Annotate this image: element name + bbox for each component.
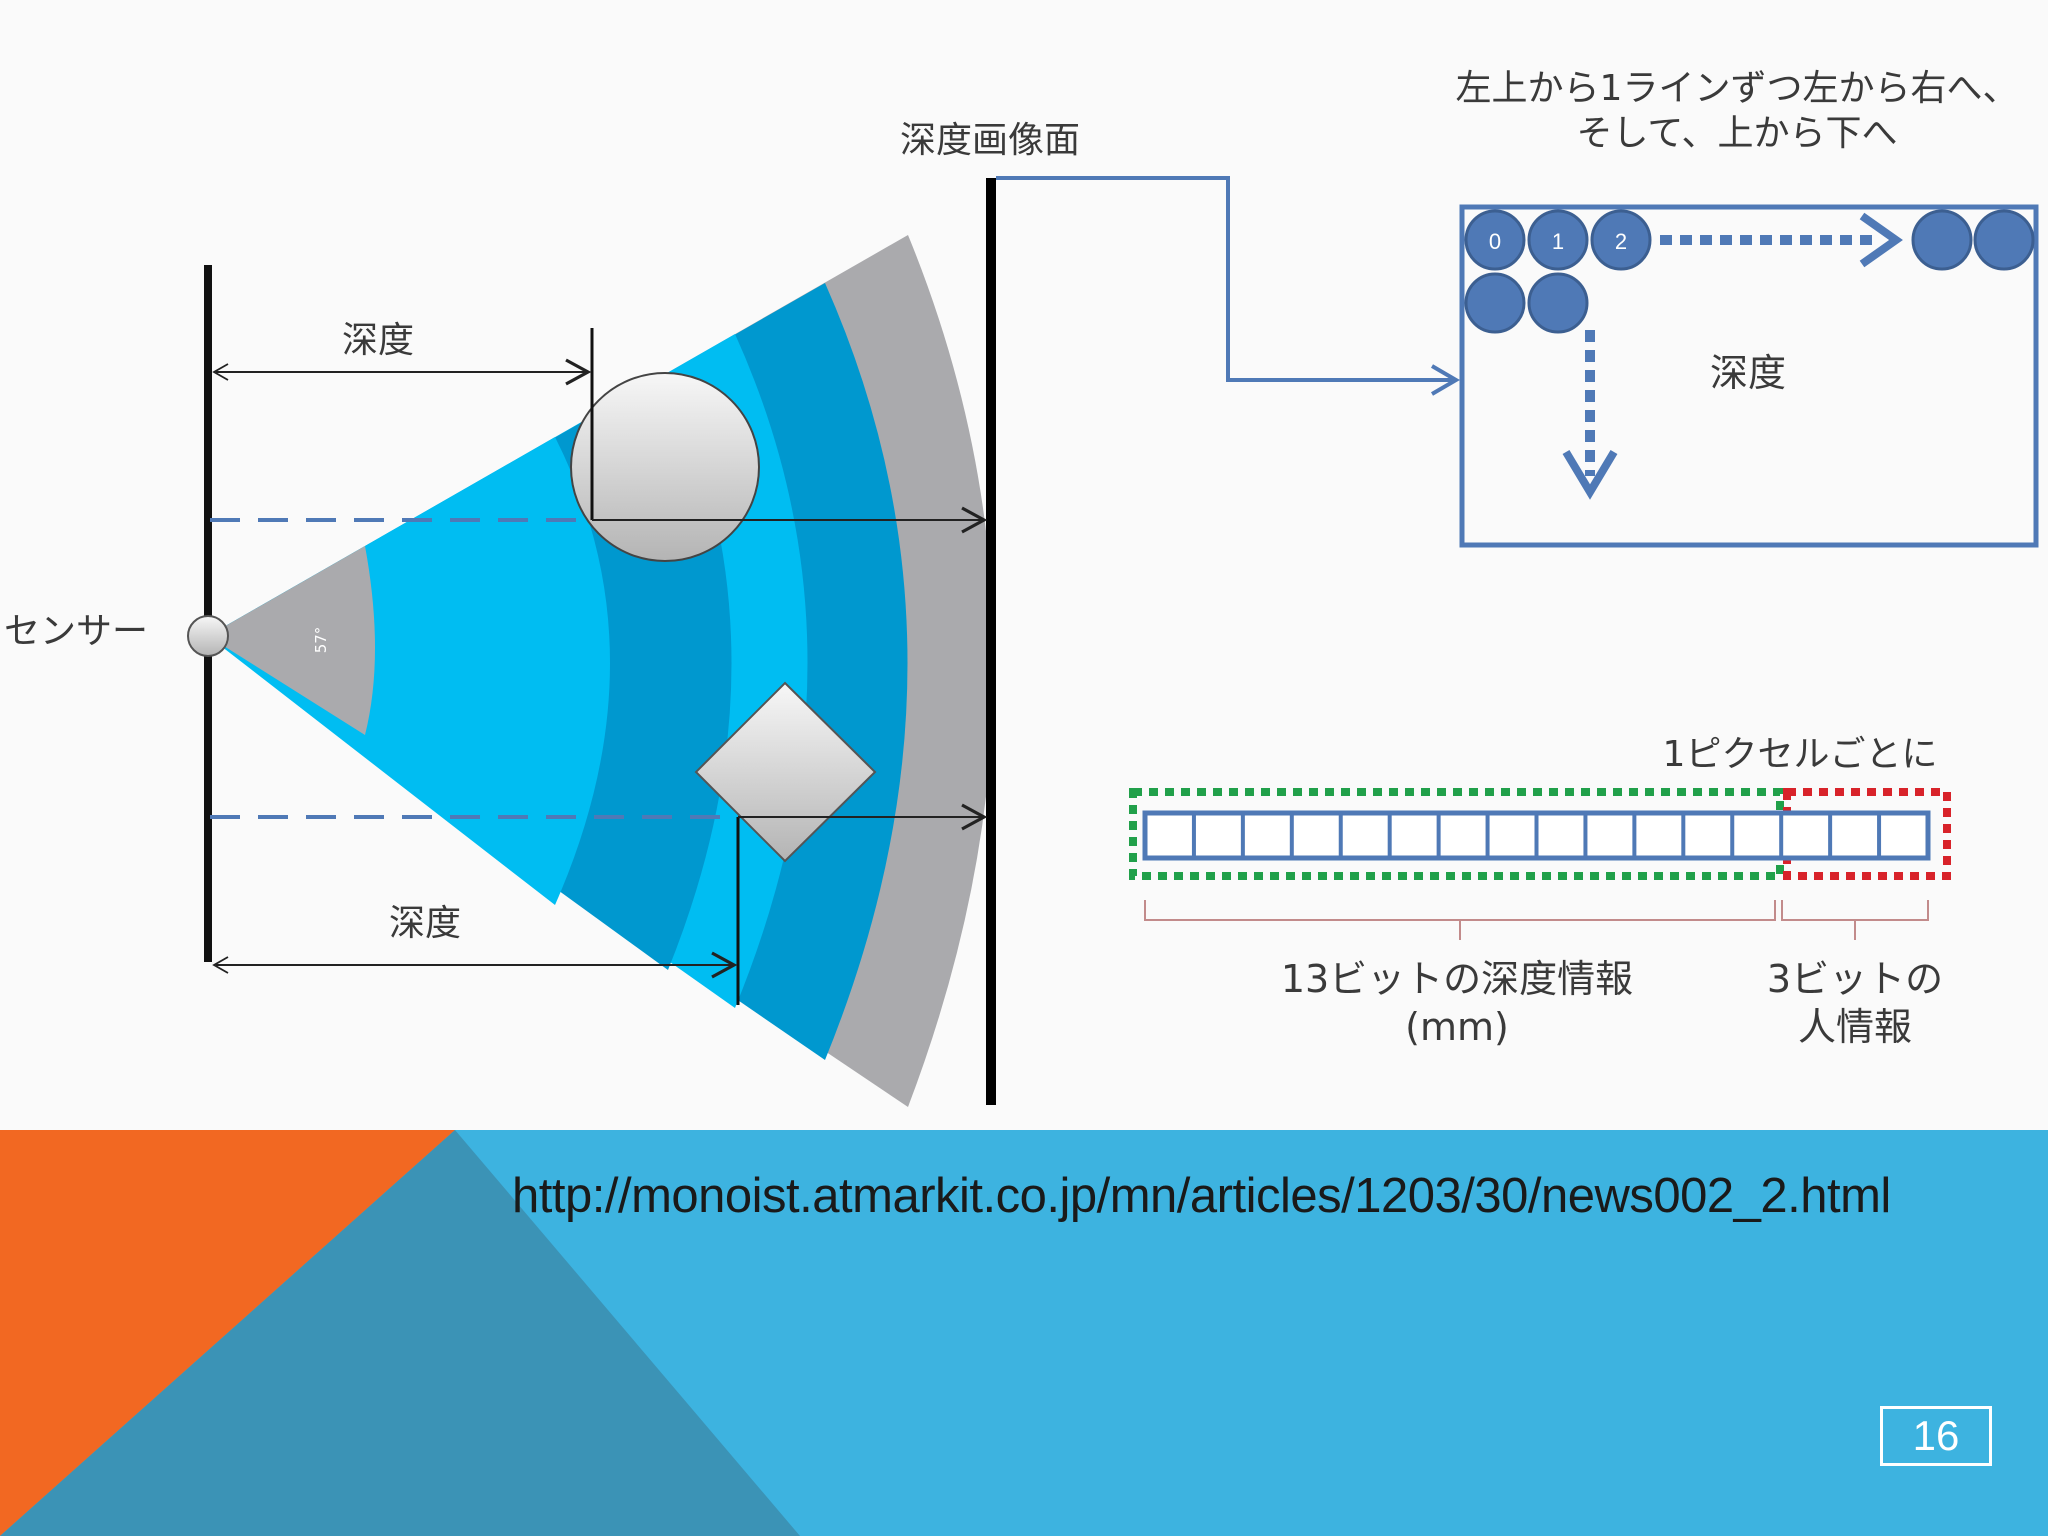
page-number: 16 (1880, 1406, 1992, 1466)
pixel-circles (1464, 209, 2035, 334)
person-bits-label-2: 人情報 (1798, 1005, 1912, 1049)
depth-bits-brace (1144, 900, 1776, 940)
sensor-label: センサー (4, 611, 148, 652)
depth-bits-unit: (mm) (1405, 1005, 1509, 1049)
depth-label-top: 深度 (342, 320, 414, 361)
depth-image-plane-label: 深度画像面 (900, 120, 1080, 161)
slide-footer (0, 1130, 2048, 1536)
field-of-view-cone (208, 235, 994, 1107)
pixel-index-0: 0 (1489, 229, 1501, 254)
scan-order-line1: 左上から1ラインずつ左から右へ、 (1456, 68, 2019, 109)
depth-box-label: 深度 (1710, 351, 1786, 395)
scan-order-line2: そして、上から下へ (1576, 113, 1897, 154)
person-bits-label: 3ビットの (1767, 957, 1943, 1001)
bit-dividers (1191, 813, 1882, 858)
depth-image-box (1459, 204, 2039, 548)
pixel-index-2: 2 (1615, 229, 1627, 254)
person-bits-group (1783, 788, 1951, 880)
depth-sensor-diagram: 57° センサー 深度画像面 深度 深度 左上から1ラインずつ左から右へ、 そし… (4, 68, 2039, 1107)
per-pixel-label: 1ピクセルごとに (1663, 734, 1938, 775)
depth-bits-label: 13ビットの深度情報 (1281, 957, 1633, 1001)
depth-label-bottom: 深度 (389, 903, 461, 944)
sensor-icon (187, 615, 229, 657)
footer-background (0, 1130, 2048, 1536)
pixel-index-1: 1 (1552, 229, 1564, 254)
person-bits-brace (1781, 900, 1929, 940)
source-url[interactable]: http://monoist.atmarkit.co.jp/mn/article… (512, 1169, 1891, 1223)
angle-label: 57° (312, 627, 330, 654)
plane-to-image-connector (996, 176, 1455, 382)
circle-object (570, 372, 760, 562)
